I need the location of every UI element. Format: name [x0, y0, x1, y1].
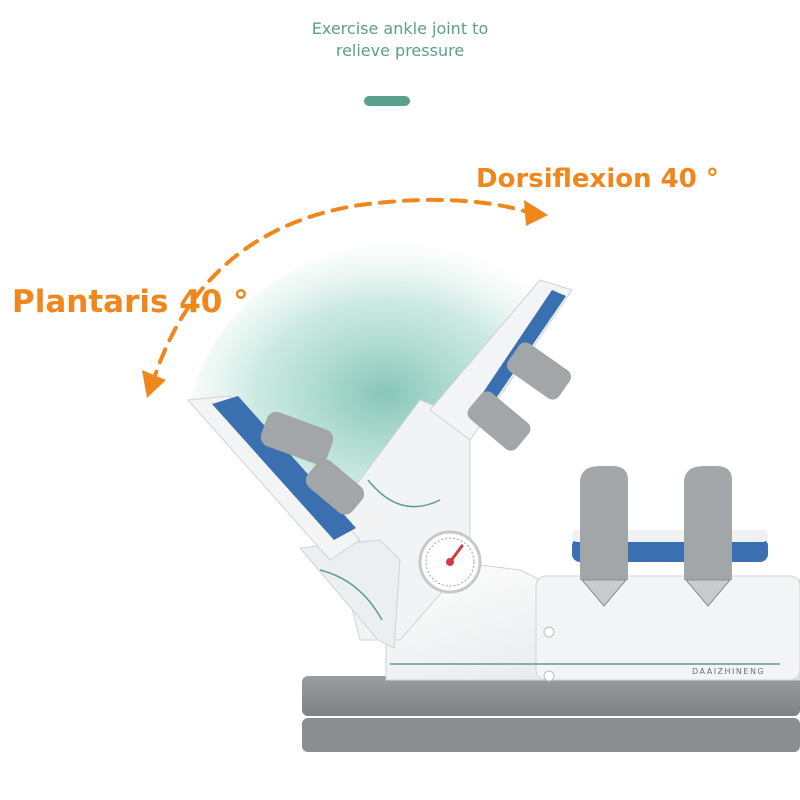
brand-text: DAAIZHINENG — [692, 667, 765, 676]
accent-bar — [364, 96, 410, 106]
arc-arrow-right-icon — [524, 200, 548, 226]
side-panel — [299, 539, 401, 649]
base-plate-upper — [302, 676, 800, 716]
base-plate-lower — [302, 718, 800, 752]
dorsiflexion-label: Dorsiflexion 40 ° — [476, 164, 719, 194]
arm-scale — [367, 479, 441, 508]
angle-dial-ring — [425, 537, 475, 587]
dial-hub — [446, 558, 454, 566]
strap-buckle — [580, 579, 628, 607]
housing-screw — [543, 670, 555, 682]
strap-buckle — [684, 579, 732, 607]
arc-arrow-left-icon — [142, 370, 166, 398]
foot-pad-lower — [212, 396, 356, 540]
housing-screw — [543, 626, 555, 638]
leg-strap — [580, 466, 628, 580]
foot-strap-upper — [506, 342, 572, 400]
headline-line-1: Exercise ankle joint to — [311, 19, 489, 38]
plantaris-label: Plantaris 40 ° — [12, 284, 249, 320]
foot-strap-lower — [305, 459, 365, 515]
motion-arc — [150, 197, 530, 387]
leg-strap — [684, 466, 732, 580]
headline: Exercise ankle joint to relieve pressure — [0, 18, 800, 62]
foot-strap-upper — [467, 391, 531, 451]
side-panel-scale — [319, 569, 383, 621]
headline-line-2: relieve pressure — [335, 41, 465, 60]
foot-strap-lower — [260, 411, 334, 465]
